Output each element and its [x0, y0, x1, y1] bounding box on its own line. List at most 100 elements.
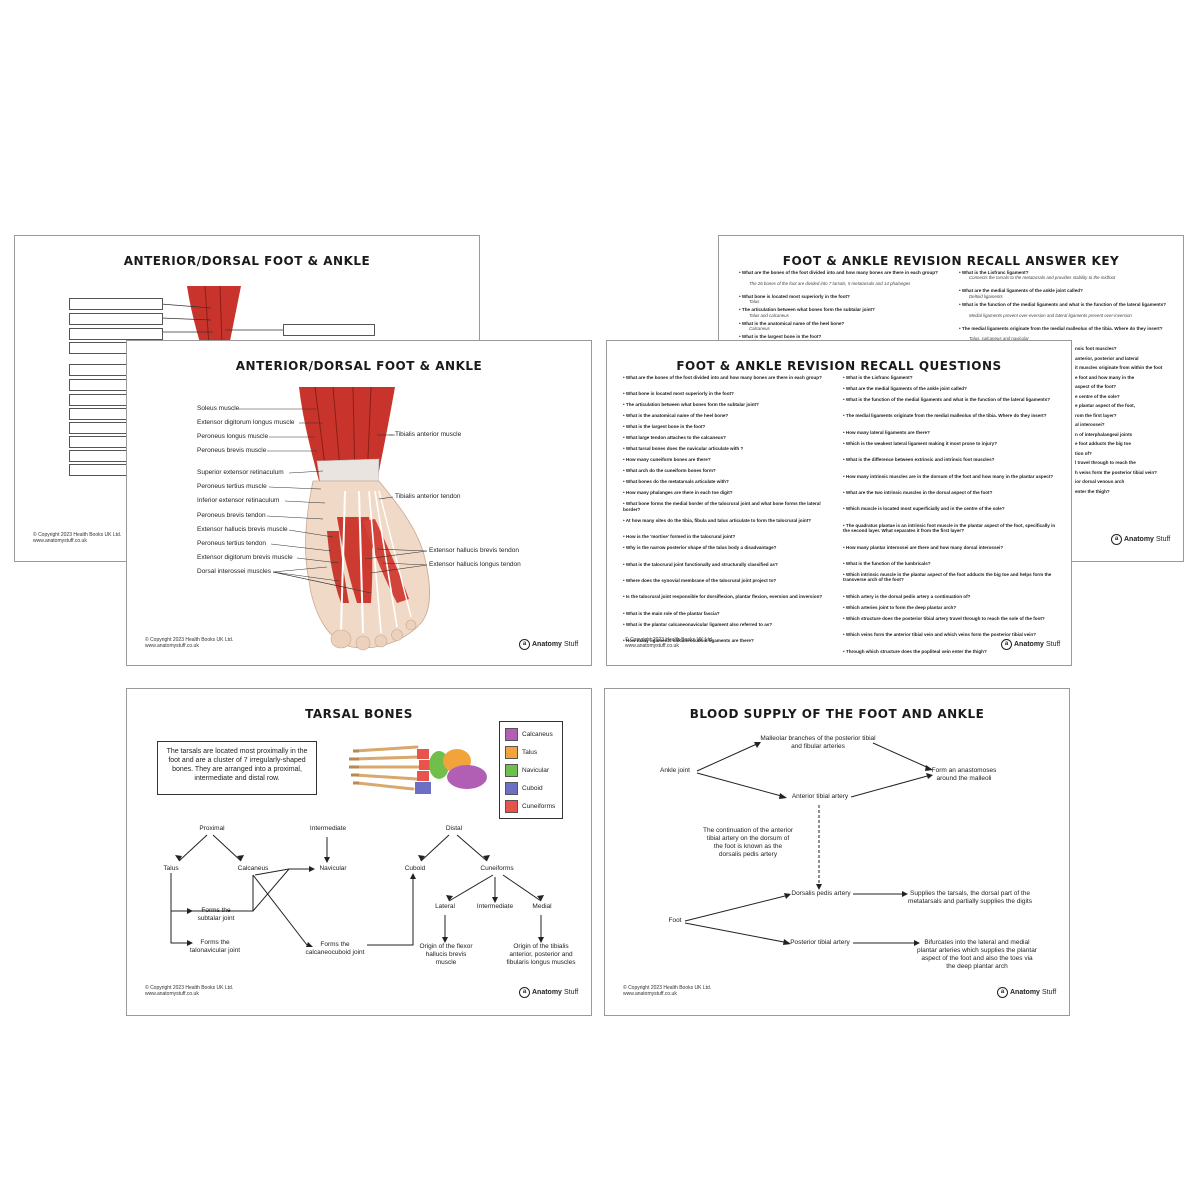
answer-box[interactable] [69, 422, 129, 434]
node-continuation: The continuation of the anterior tibial … [703, 827, 793, 858]
question-item: • What are the two intrinsic muscles in … [843, 490, 993, 495]
answer-box[interactable] [69, 379, 129, 391]
question-item: • What is the function of the medial lig… [843, 397, 1051, 402]
anatomy-label: Extensor digitorum longus muscle [197, 419, 295, 426]
copyright: © Copyright 2023 Health Books UK Ltd. ww… [623, 985, 711, 997]
anatomy-label: Extensor hallucis brevis muscle [197, 526, 288, 533]
node-calcaneocuboid: Forms the calcaneocuboid joint [305, 941, 365, 956]
answer-key-peek-line: h veins form the posterior tibial vein? [1075, 469, 1157, 475]
question-item: • Which structure does the posterior tib… [843, 615, 1045, 621]
brand-icon: a [1111, 534, 1122, 545]
answer-key-peek-line: l travel through to reach the [1075, 460, 1136, 465]
answer-key-peek-line: rom the first layer? [1075, 412, 1117, 418]
node-cuneiforms: Cuneiforms [480, 865, 514, 872]
brand-suffix: Stuff [1155, 536, 1171, 543]
question-item: • Which veins form the anterior tibial v… [843, 632, 1037, 638]
answer-box[interactable] [283, 324, 375, 336]
question-item: • Where does the synovial membrane of th… [623, 578, 777, 583]
answer-key-peek-line: it muscles originate from within the foo… [1075, 365, 1163, 370]
brand-icon: a [1001, 639, 1012, 650]
question-item: • How many ligaments calcaneocuboid liga… [623, 638, 754, 644]
sheet-tarsal-bones: TARSAL BONES The tarsals are located mos… [126, 688, 592, 1016]
brand-suffix: Stuff [1041, 989, 1057, 996]
intro-box: The tarsals are located most proximally … [157, 741, 317, 795]
question-item: • How many phalanges are there in each t… [623, 490, 733, 496]
answer-box[interactable] [69, 436, 129, 448]
answer-box[interactable] [69, 313, 163, 325]
answer-key-question: • What are the bones of the foot divided… [739, 270, 938, 275]
answer-box[interactable] [69, 328, 163, 340]
anatomy-label: Peroneus brevis tendon [197, 512, 266, 519]
legend-label: Cuboid [522, 785, 543, 792]
answer-key-peek-line: e centre of the sole? [1075, 393, 1120, 399]
answer-box[interactable] [69, 464, 129, 476]
anatomy-label: Tibialis anterior muscle [395, 431, 462, 438]
node-proximal: Proximal [199, 825, 225, 832]
sheet-front-right: FOOT & ANKLE REVISION RECALL QUESTIONS •… [606, 340, 1072, 666]
answer-key-peek-line: enter the thigh? [1075, 488, 1110, 494]
intro-text: The tarsals are located most proximally … [166, 748, 308, 782]
brand-icon: a [519, 987, 530, 998]
question-item: • What is the talocrural joint functiona… [623, 561, 778, 567]
answer-key-answer: Calcaneus [749, 326, 770, 331]
sheet-blood-supply: BLOOD SUPPLY OF THE FOOT AND ANKLE Malle… [604, 688, 1070, 1016]
answer-key-peek-line: tion of? [1075, 450, 1092, 456]
anatomy-label: Extensor hallucis brevis tendon [429, 547, 519, 554]
answer-key-peek-line: nsic foot muscles? [1075, 346, 1117, 351]
answer-box[interactable] [69, 364, 129, 376]
node-talonavicular: Forms the talonavicular joint [189, 939, 241, 954]
anatomy-label: Soleus muscle [197, 405, 240, 412]
question-item: • Which muscle is located most superfici… [843, 506, 1005, 512]
website-text: www.anatomystuff.co.uk [145, 643, 199, 649]
brand-icon: a [519, 639, 530, 650]
node-supplies: Supplies the tarsals, the dorsal part of… [908, 890, 1032, 905]
node-origin-tibialis: Origin of the tibialis anterior, posteri… [506, 943, 576, 966]
answer-box[interactable] [69, 408, 129, 420]
answer-box[interactable] [69, 450, 129, 462]
question-item: • What arch do the cuneiform bones form? [623, 468, 716, 474]
legend-swatch [505, 800, 518, 813]
question-item: • Why is the narrow posterior shape of t… [623, 545, 777, 551]
copyright: © Copyright 2023 Health Books UK Ltd. ww… [145, 985, 233, 997]
answer-key-peek-line: al interossei? [1075, 422, 1105, 427]
anatomy-label: Extensor hallucis longus tendon [429, 561, 521, 568]
node-anastomoses: Form an anastomoses around the malleoli [931, 767, 997, 782]
copyright-text: © Copyright 2023 Health Books UK Ltd. [145, 637, 234, 643]
anatomy-label: Extensor digitorum brevis muscle [197, 554, 293, 561]
leg-illustration-partial [160, 285, 283, 347]
question-item: • What tarsal bones does the navicular a… [623, 446, 744, 452]
legend-label: Cuneiforms [522, 803, 556, 810]
node-malleolar: Malleolar branches of the posterior tibi… [760, 735, 876, 750]
sheet-title: FOOT & ANKLE REVISION RECALL ANSWER KEY [782, 254, 1120, 268]
anatomy-label: Inferior extensor retinaculum [197, 497, 280, 504]
legend-item: Calcaneus [505, 728, 553, 741]
answer-box[interactable] [69, 394, 129, 406]
legend-swatch [505, 764, 518, 777]
node-lateral: Lateral [435, 903, 455, 910]
question-item: • Which arteries joint to form the deep … [843, 604, 957, 610]
question-item: • The medial ligaments originate from th… [843, 413, 1047, 419]
answer-key-question: • What is the Lisfranc ligament? [959, 270, 1029, 275]
answer-box[interactable] [69, 298, 163, 310]
website-text: www.anatomystuff.co.uk [33, 538, 87, 544]
legend-item: Navicular [505, 764, 549, 777]
answer-key-peek-line: e foot and how many in the [1075, 374, 1135, 380]
question-item: • Which is the weakest lateral ligament … [843, 440, 997, 446]
question-item: • What large tendon attaches to the calc… [623, 435, 726, 441]
node-intermediate: Intermediate [309, 825, 347, 832]
question-item: • How many intrinsic muscles are in the … [843, 473, 1054, 479]
legend-swatch [505, 782, 518, 795]
answer-key-peek-line: aspect of the foot? [1075, 384, 1117, 389]
answer-key-answer: Talus [749, 299, 760, 305]
answer-key-question: • What is the largest bone in the foot? [739, 334, 822, 339]
node-posterior-tibial: Posterior tibial artery [790, 939, 850, 946]
question-item: • What are the bones of the foot divided… [623, 375, 822, 380]
node-dorsalis-pedis: Dorsalis pedis artery [791, 890, 851, 897]
copyright: © Copyright 2023 Health Books UK Ltd. ww… [33, 532, 121, 544]
copyright-text: © Copyright 2023 Health Books UK Ltd. [33, 532, 122, 538]
question-item: • What bone forms the medial border of t… [623, 501, 821, 512]
question-item: • What bones do the metatarsals articula… [623, 479, 729, 485]
